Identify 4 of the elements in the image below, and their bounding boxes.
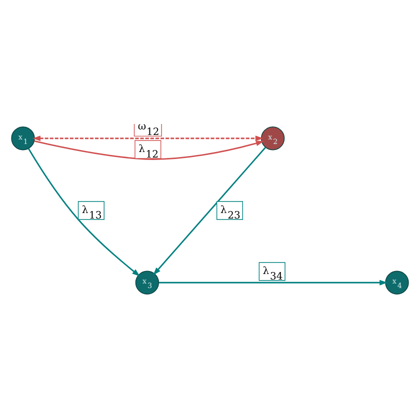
arrow (28, 148, 140, 276)
arrow (32, 135, 264, 141)
arrow (153, 146, 266, 275)
arrow (158, 279, 388, 285)
